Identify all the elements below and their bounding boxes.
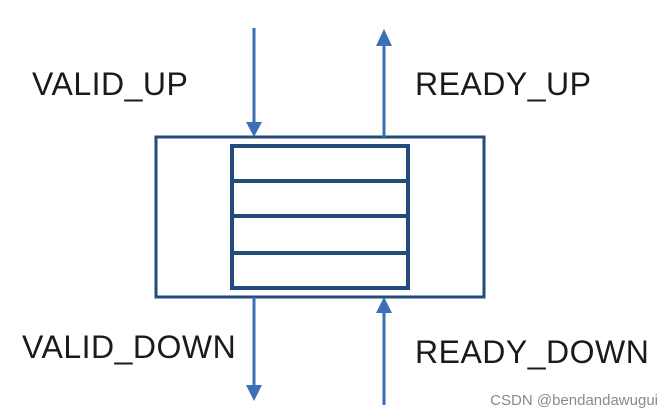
- valid-up-arrowhead: [246, 122, 262, 137]
- watermark: CSDN @bendandawugui: [490, 392, 658, 409]
- ready-up-arrowhead: [376, 29, 392, 46]
- valid-up-label: VALID_UP: [32, 66, 189, 102]
- outer-module-box: [154, 135, 486, 299]
- ready-down-arrowhead: [376, 297, 392, 313]
- valid-down-arrowhead: [246, 385, 262, 401]
- ready-down-label: READY_DOWN: [415, 334, 650, 370]
- ready-up-label: READY_UP: [415, 66, 592, 102]
- valid-down-label: VALID_DOWN: [22, 329, 237, 365]
